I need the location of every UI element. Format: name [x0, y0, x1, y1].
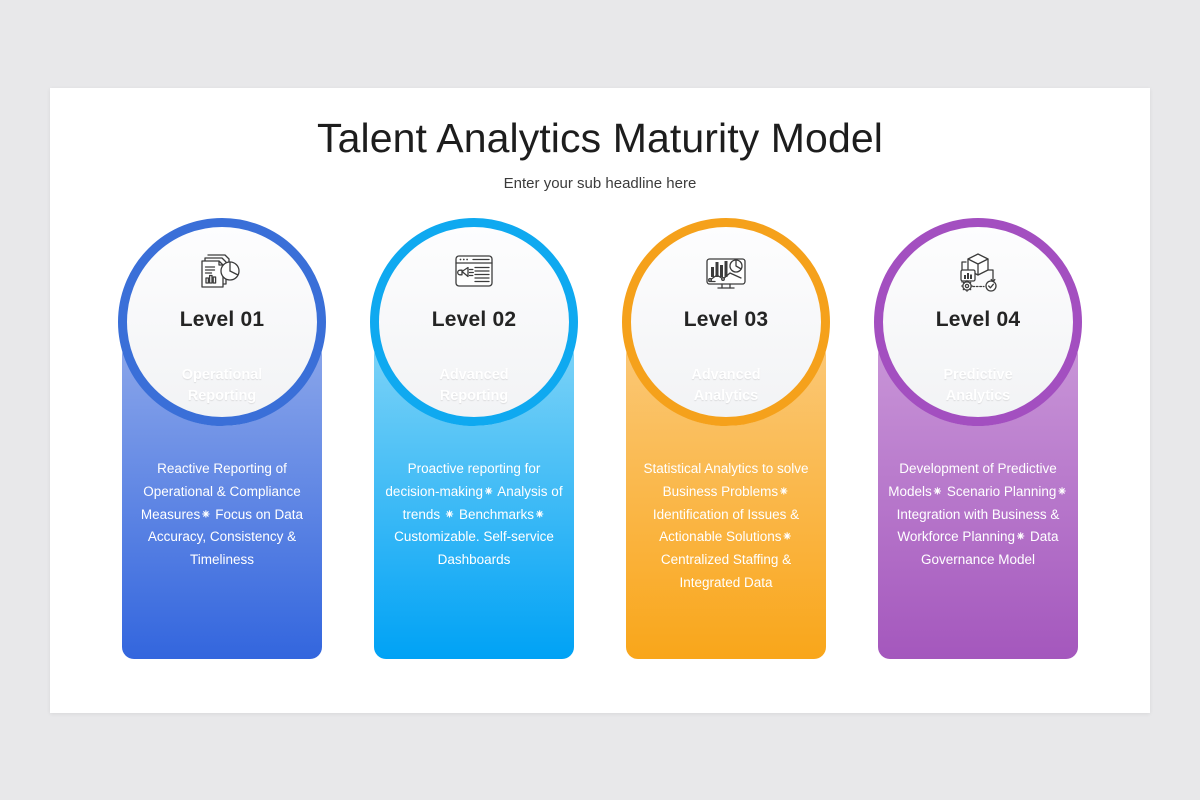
level-card-3-subtitle-line1: Advanced: [691, 367, 761, 383]
level-card-3-arch: [622, 218, 830, 426]
level-card-1-title: Level 01: [179, 308, 265, 331]
level-card-3-title: Level 03: [683, 308, 769, 331]
level-card-3-subtitle-line2: Analytics: [693, 387, 759, 404]
report-pie-chart-icon: [195, 246, 249, 296]
level-card-3[interactable]: Level 03 Advanced Analytics Statistical …: [622, 218, 830, 663]
level-card-3-description: Statistical Analytics to solve Business …: [643, 461, 809, 591]
level-card-2-subtitle: Advanced Reporting: [370, 365, 578, 406]
browser-megaphone-icon: [447, 246, 501, 296]
level-card-2-subtitle-line1: Advanced: [439, 367, 509, 383]
level-card-2-arch: [370, 218, 578, 426]
level-card-4-title: Level 04: [935, 308, 1021, 331]
maturity-level-cards: Level 01 Operational Reporting Reactive …: [50, 218, 1150, 663]
level-card-2-title: Level 02: [431, 308, 517, 331]
level-card-1-description: Reactive Reporting of Operational & Comp…: [140, 461, 304, 568]
level-card-1-subtitle: Operational Reporting: [118, 365, 326, 406]
level-card-4[interactable]: Level 04 Predictive Analytics Developmen…: [874, 218, 1082, 663]
level-card-2[interactable]: Level 02 Advanced Reporting Proactive re…: [370, 218, 578, 663]
level-card-2-subtitle-line2: Reporting: [439, 387, 509, 404]
level-card-1-arch: [118, 218, 326, 426]
level-card-1-subtitle-line2: Reporting: [187, 387, 257, 404]
slide-header: Talent Analytics Maturity Model Enter yo…: [50, 88, 1150, 192]
level-card-4-subtitle: Predictive Analytics: [874, 365, 1082, 406]
page-subtitle: Enter your sub headline here: [503, 175, 697, 193]
level-card-2-description: Proactive reporting for decision-making⁕…: [385, 461, 563, 568]
level-card-4-arch: [874, 218, 1082, 426]
page-title: Talent Analytics Maturity Model: [317, 115, 883, 161]
level-card-4-description: Development of Predictive Models⁕ Scenar…: [888, 461, 1068, 568]
slide: Talent Analytics Maturity Model Enter yo…: [50, 88, 1150, 713]
level-card-1-subtitle-line1: Operational: [181, 367, 263, 383]
level-card-4-subtitle-line1: Predictive: [943, 367, 1013, 383]
process-cube-gear-icon: [951, 246, 1005, 296]
level-card-3-subtitle: Advanced Analytics: [622, 365, 830, 406]
level-card-4-subtitle-line2: Analytics: [945, 387, 1011, 404]
monitor-analytics-icon: [699, 246, 753, 296]
level-card-1[interactable]: Level 01 Operational Reporting Reactive …: [118, 218, 326, 663]
